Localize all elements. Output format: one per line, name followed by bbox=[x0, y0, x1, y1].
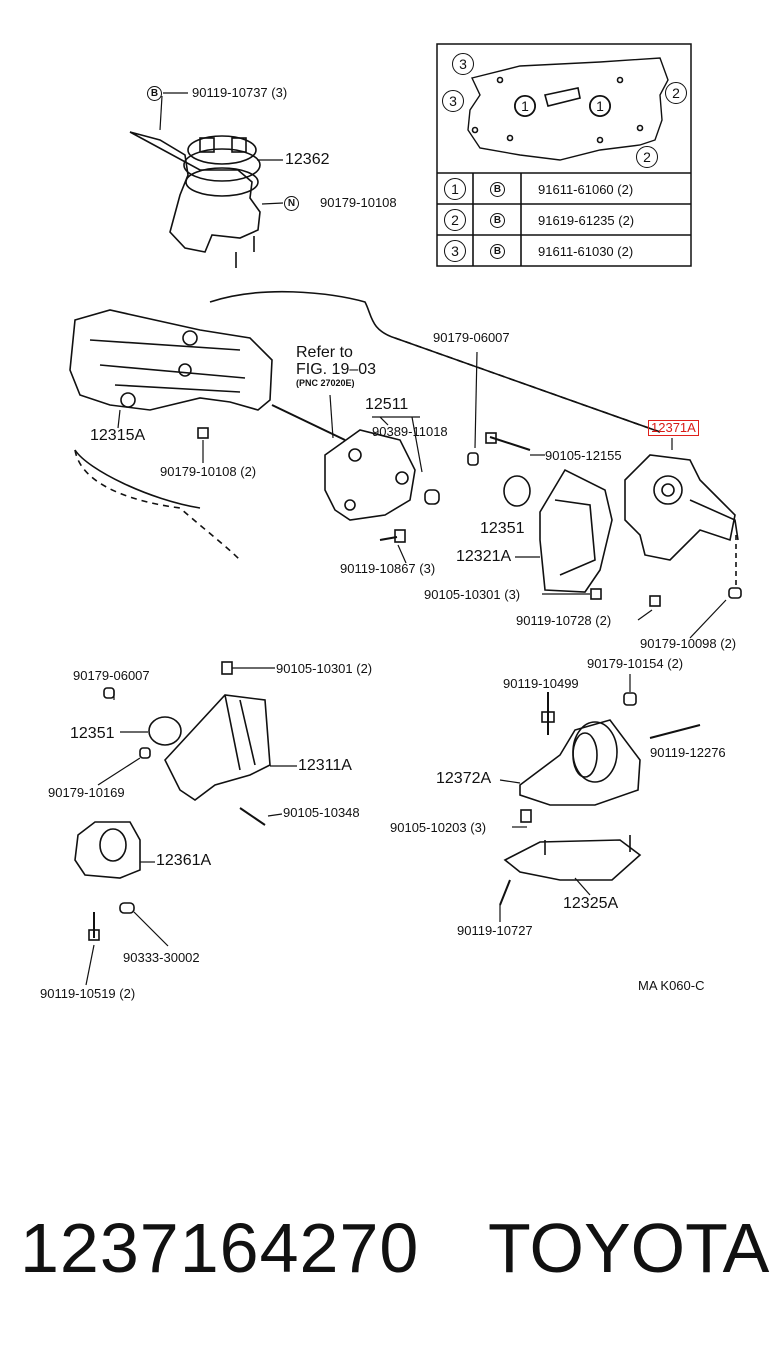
footer-brand: TOYOTA bbox=[488, 1209, 770, 1287]
gasket-callout-2b: 2 bbox=[636, 146, 658, 168]
label-90119-10499: 90119-10499 bbox=[503, 676, 579, 691]
gasket-callout-1a: 1 bbox=[514, 95, 536, 117]
label-90179-06007-a: 90179-06007 bbox=[433, 330, 510, 345]
label-90119-12276: 90119-12276 bbox=[650, 745, 726, 760]
label-refer-1: Refer to bbox=[296, 344, 353, 361]
table-row-3-part: 91611-61030 (2) bbox=[538, 244, 634, 259]
label-12311A: 12311A bbox=[298, 757, 352, 774]
label-12325A: 12325A bbox=[563, 895, 619, 912]
label-12372A: 12372A bbox=[436, 770, 492, 787]
label-90179-10169: 90179-10169 bbox=[48, 785, 125, 800]
table-row-2-part: 91619-61235 (2) bbox=[538, 213, 635, 228]
marker-n: N bbox=[284, 196, 299, 211]
label-90105-10203: 90105-10203 (3) bbox=[390, 820, 487, 835]
table-row-1-num: 1 bbox=[444, 178, 466, 200]
label-12361A: 12361A bbox=[156, 852, 212, 869]
label-refer-2: FIG. 19–03 bbox=[296, 361, 377, 378]
table-row-1-mark: B bbox=[490, 182, 505, 197]
label-90119-10728: 90119-10728 (2) bbox=[516, 613, 612, 628]
table-row-1-part: 91611-61060 (2) bbox=[538, 182, 634, 197]
label-90105-10348: 90105-10348 bbox=[283, 805, 360, 820]
label-90179-10154: 90179-10154 (2) bbox=[587, 656, 684, 671]
label-90179-10098: 90179-10098 (2) bbox=[640, 636, 737, 651]
gasket-callout-3b: 3 bbox=[442, 90, 464, 112]
table-row-2-mark: B bbox=[490, 213, 505, 228]
label-90119-10737: 90119-10737 (3) bbox=[192, 85, 288, 100]
label-12321A: 12321A bbox=[456, 548, 512, 565]
label-90179-10108: 90179-10108 bbox=[320, 195, 397, 210]
footer-part-number: 1237164270 bbox=[20, 1209, 420, 1287]
table-row-3-mark: B bbox=[490, 244, 505, 259]
table-row-2-num: 2 bbox=[444, 209, 466, 231]
table-row-3-num: 3 bbox=[444, 240, 466, 262]
label-12351-b: 12351 bbox=[70, 725, 115, 742]
label-90179-06007-b: 90179-06007 bbox=[73, 668, 150, 683]
gasket-callout-3a: 3 bbox=[452, 53, 474, 75]
gasket-callout-1b: 1 bbox=[589, 95, 611, 117]
label-12371A[interactable]: 12371A bbox=[648, 420, 699, 436]
label-12362: 12362 bbox=[285, 151, 330, 168]
label-90105-12155: 90105-12155 bbox=[545, 448, 622, 463]
label-90119-10519: 90119-10519 (2) bbox=[40, 986, 136, 1001]
label-90119-10867: 90119-10867 (3) bbox=[340, 561, 436, 576]
gasket-callout-2a: 2 bbox=[665, 82, 687, 104]
marker-b: B bbox=[147, 86, 162, 101]
label-90105-10301-3: 90105-10301 (3) bbox=[424, 587, 521, 602]
label-90389-11018: 90389-11018 bbox=[372, 424, 448, 439]
label-90105-10301-2: 90105-10301 (2) bbox=[276, 661, 373, 676]
label-12511: 12511 bbox=[365, 396, 409, 413]
label-90119-10727: 90119-10727 bbox=[457, 923, 533, 938]
label-12315A: 12315A bbox=[90, 427, 146, 444]
label-90179-10108-2: 90179-10108 (2) bbox=[160, 464, 257, 479]
label-90333-30002: 90333-30002 bbox=[123, 950, 200, 965]
label-refer-pnc: (PNC 27020E) bbox=[296, 378, 355, 388]
label-12351-a: 12351 bbox=[480, 520, 525, 537]
diagram-code: MA K060-C bbox=[638, 978, 705, 993]
